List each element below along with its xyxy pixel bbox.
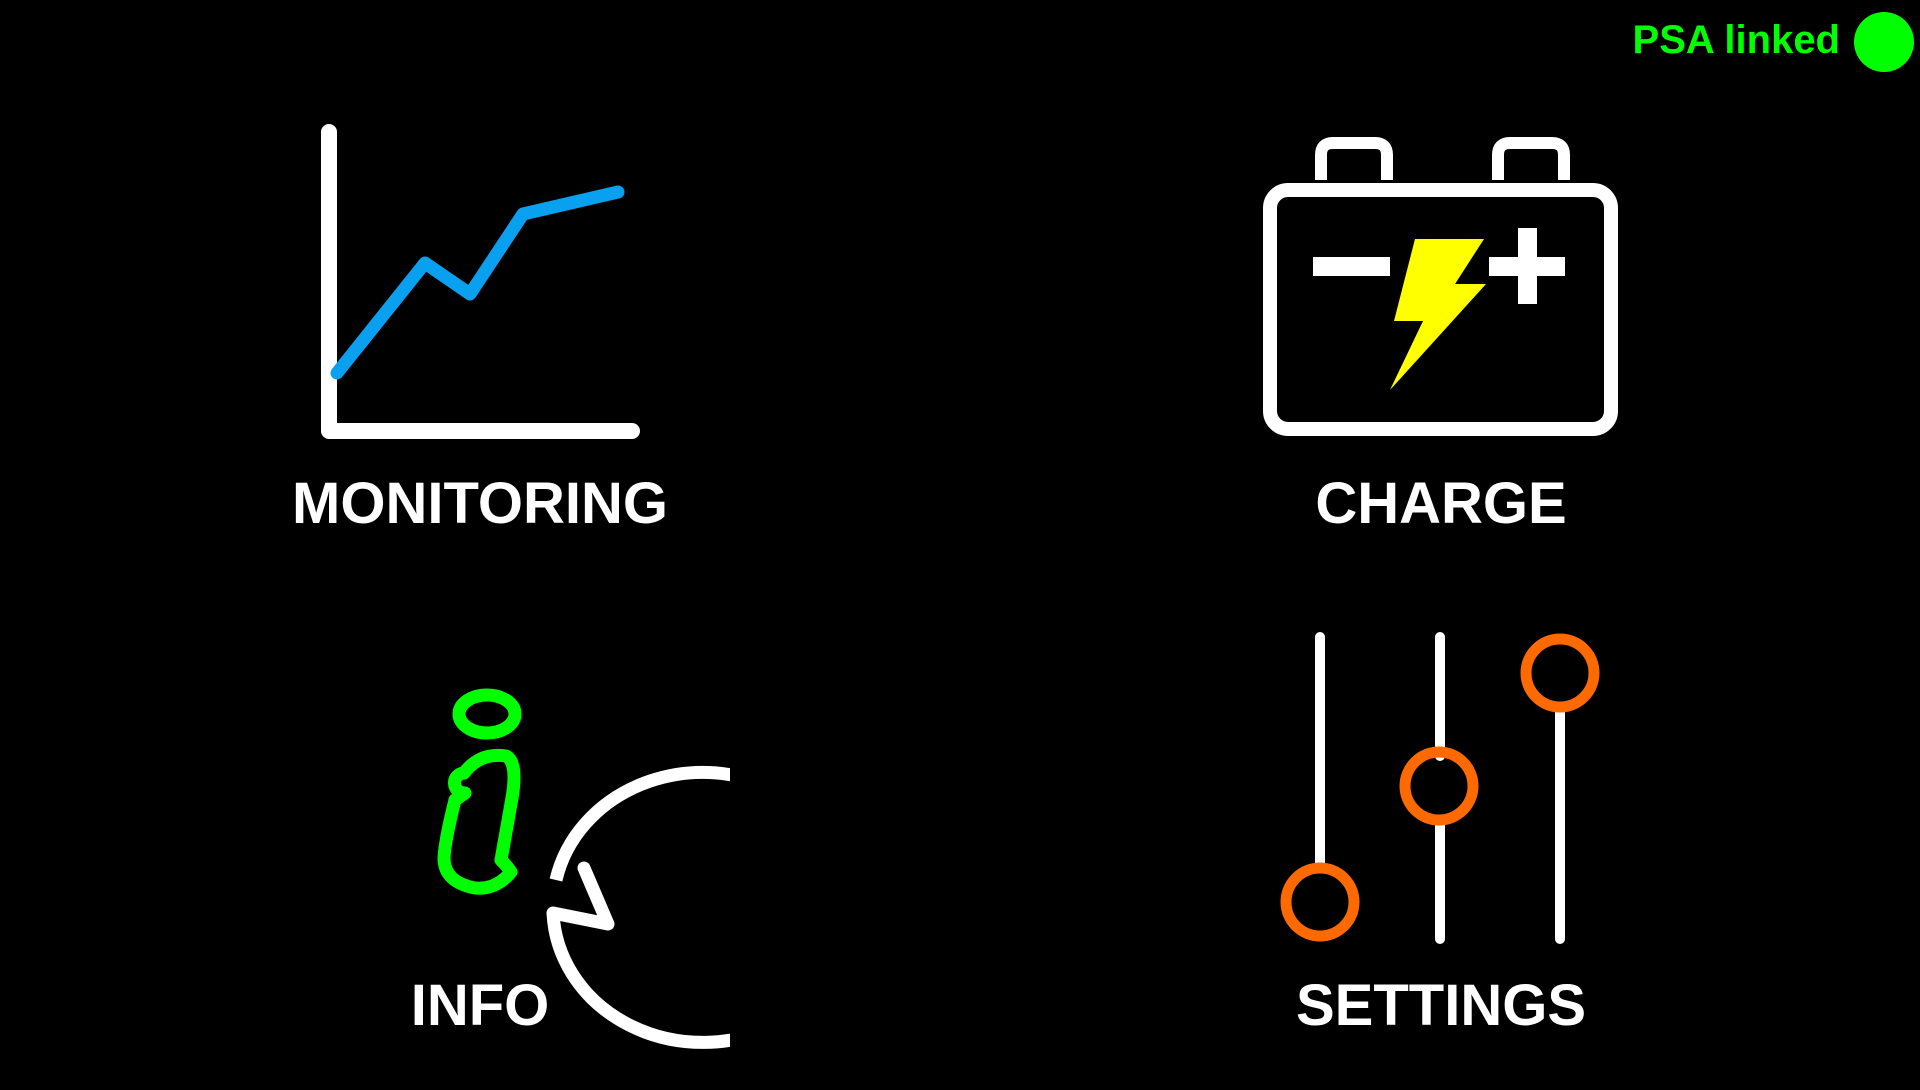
menu-tile-info[interactable]: INFO [230,610,730,1090]
menu-tile-settings[interactable]: SETTINGS [1191,610,1691,1090]
lightning-bolt-icon [1390,239,1486,390]
link-status-indicator-icon [1854,12,1914,72]
menu-label-info: INFO [410,973,550,1038]
link-status: PSA linked [0,0,1920,84]
menu-label-settings: SETTINGS [1295,973,1587,1038]
link-status-label: PSA linked [1632,18,1840,62]
menu-label-monitoring: MONITORING [292,471,668,536]
info-bubble-icon [437,688,730,1049]
sliders-icon [1280,632,1600,944]
battery-icon [1263,137,1618,436]
line-chart-icon [321,124,640,439]
menu-tile-monitoring[interactable]: MONITORING [230,110,730,590]
menu-tile-charge[interactable]: CHARGE [1191,110,1691,590]
menu-label-charge: CHARGE [1315,471,1567,536]
